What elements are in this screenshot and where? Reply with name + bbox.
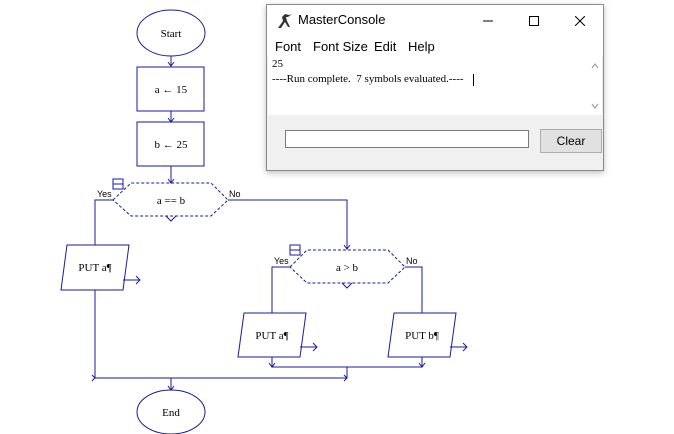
- decision-2-label: a > b: [336, 262, 359, 274]
- raptor-icon: [278, 14, 292, 28]
- chevron-up-icon[interactable]: [591, 62, 599, 70]
- window-title: MasterConsole: [298, 12, 386, 27]
- output-line: ----Run complete. 7 symbols evaluated.--…: [272, 73, 464, 85]
- minimize-icon: [483, 20, 493, 21]
- output-mid-shape[interactable]: [237, 312, 307, 358]
- close-icon: [575, 15, 585, 26]
- start-terminal[interactable]: [136, 9, 206, 57]
- maximize-icon: [529, 15, 539, 26]
- command-input[interactable]: [285, 130, 529, 148]
- arrow-head: [418, 362, 426, 368]
- arrow-head: [343, 374, 348, 382]
- console-output[interactable]: 25 ----Run complete. 7 symbols evaluated…: [268, 57, 588, 115]
- yes-branch-line: [271, 266, 290, 313]
- no-branch-line: [405, 266, 423, 313]
- output-scrollbar[interactable]: [588, 57, 602, 115]
- end-label: End: [162, 407, 180, 419]
- decision-2-yes-label: Yes: [274, 256, 289, 266]
- output-right-shape[interactable]: [387, 312, 457, 358]
- close-button[interactable]: [557, 5, 603, 36]
- decision-notch: [341, 282, 353, 289]
- text-caret: [473, 74, 474, 86]
- minimize-button[interactable]: [465, 5, 511, 36]
- no-branch-line: [228, 199, 348, 249]
- arrow-head: [167, 61, 175, 67]
- decision-1-shape[interactable]: [112, 182, 229, 217]
- decision-notch: [165, 215, 177, 222]
- menu-bar: Font Font Size Edit Help: [267, 36, 603, 57]
- menu-font[interactable]: Font: [275, 39, 302, 54]
- output-arrow-head: [135, 275, 141, 285]
- output-line: 25: [272, 58, 283, 70]
- decision-1-no-label: No: [229, 189, 241, 199]
- join-line: [271, 357, 423, 368]
- menu-font-size[interactable]: Font Size: [313, 39, 368, 54]
- output-arrow-head: [462, 342, 468, 352]
- title-bar[interactable]: MasterConsole: [267, 5, 603, 36]
- output-left-shape[interactable]: [60, 244, 130, 291]
- assign-b-box[interactable]: [136, 121, 205, 167]
- clear-button[interactable]: Clear: [540, 129, 602, 153]
- menu-help[interactable]: Help: [408, 39, 435, 54]
- arrow-head: [91, 374, 96, 382]
- arrow-head: [268, 362, 276, 368]
- decision-1-yes-label: Yes: [97, 189, 112, 199]
- arrow-head: [343, 244, 351, 250]
- assign-a-label: a ← 15: [155, 84, 188, 96]
- maximize-button[interactable]: [511, 5, 557, 36]
- output-right-label: PUT b¶: [405, 330, 439, 342]
- yes-branch-line: [94, 199, 113, 245]
- output-left-label: PUT a¶: [78, 262, 111, 274]
- output-mid-label: PUT a¶: [255, 330, 288, 342]
- assign-b-label: b ← 25: [155, 139, 189, 151]
- assign-a-box[interactable]: [136, 66, 205, 112]
- output-arrow-head: [312, 342, 318, 352]
- end-terminal[interactable]: [136, 389, 206, 434]
- chevron-down-icon[interactable]: [591, 102, 599, 110]
- start-label: Start: [161, 28, 182, 40]
- decision-2-no-label: No: [406, 256, 418, 266]
- decision-1-label: a == b: [157, 195, 186, 207]
- menu-edit[interactable]: Edit: [374, 39, 397, 54]
- master-console-window: MasterConsole Font Font Size Edit Help 2…: [266, 4, 604, 171]
- arrow-head: [167, 178, 175, 184]
